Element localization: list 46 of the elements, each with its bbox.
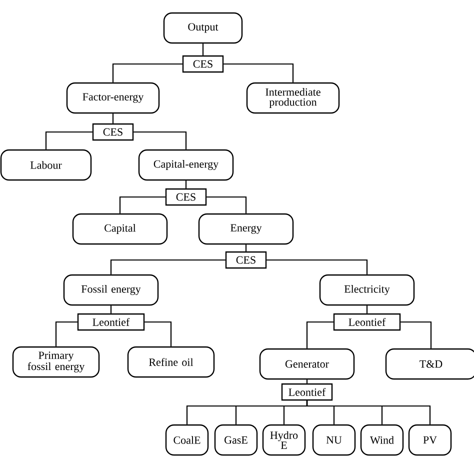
node-box: T&D xyxy=(385,348,474,380)
function-box: CES xyxy=(182,55,224,73)
connector-line xyxy=(185,180,187,188)
node-box: Capital-energy xyxy=(138,149,234,181)
connector-line xyxy=(400,321,432,348)
connector-line xyxy=(112,114,114,124)
connector-line xyxy=(110,259,226,274)
connector-line xyxy=(202,44,204,56)
node-box: PV xyxy=(408,424,452,456)
function-box: CES xyxy=(225,251,267,269)
connector-line xyxy=(55,321,78,346)
connector-line xyxy=(134,131,187,150)
connector-line xyxy=(306,321,334,348)
connector-line xyxy=(266,259,368,274)
node-box: Output xyxy=(163,12,243,44)
node-box: Electricity xyxy=(319,274,415,306)
function-box: Leontief xyxy=(281,383,333,401)
connector-line xyxy=(110,306,112,314)
function-box: Leontief xyxy=(77,313,145,331)
connector-line xyxy=(366,306,368,314)
node-box: Fossil energy xyxy=(63,274,159,306)
node-box: Factor-energy xyxy=(66,82,160,114)
connector-line xyxy=(306,400,431,424)
node-box: Refine oil xyxy=(127,346,215,378)
function-box: CES xyxy=(165,188,207,206)
connector-line xyxy=(245,244,247,252)
node-box: Wind xyxy=(360,424,404,456)
connector-line xyxy=(112,63,182,82)
node-box: Energy xyxy=(198,213,294,245)
node-box: Generator xyxy=(259,348,355,380)
node-box: CoalE xyxy=(165,424,209,456)
connector-line xyxy=(224,63,294,82)
node-box: Hydro E xyxy=(262,424,306,456)
connector-line xyxy=(306,380,308,384)
connector-line xyxy=(206,196,247,214)
node-box: Capital xyxy=(72,213,168,245)
node-box: Labour xyxy=(0,149,92,181)
function-box: CES xyxy=(92,123,134,141)
node-box: GasE xyxy=(214,424,258,456)
connector-line xyxy=(144,321,172,346)
connector-line xyxy=(119,196,166,214)
node-box: NU xyxy=(312,424,356,456)
node-box: Primary fossil energy xyxy=(12,346,100,378)
connector-line xyxy=(45,131,92,150)
function-box: Leontief xyxy=(333,313,401,331)
node-box: Intermediate production xyxy=(246,82,340,114)
